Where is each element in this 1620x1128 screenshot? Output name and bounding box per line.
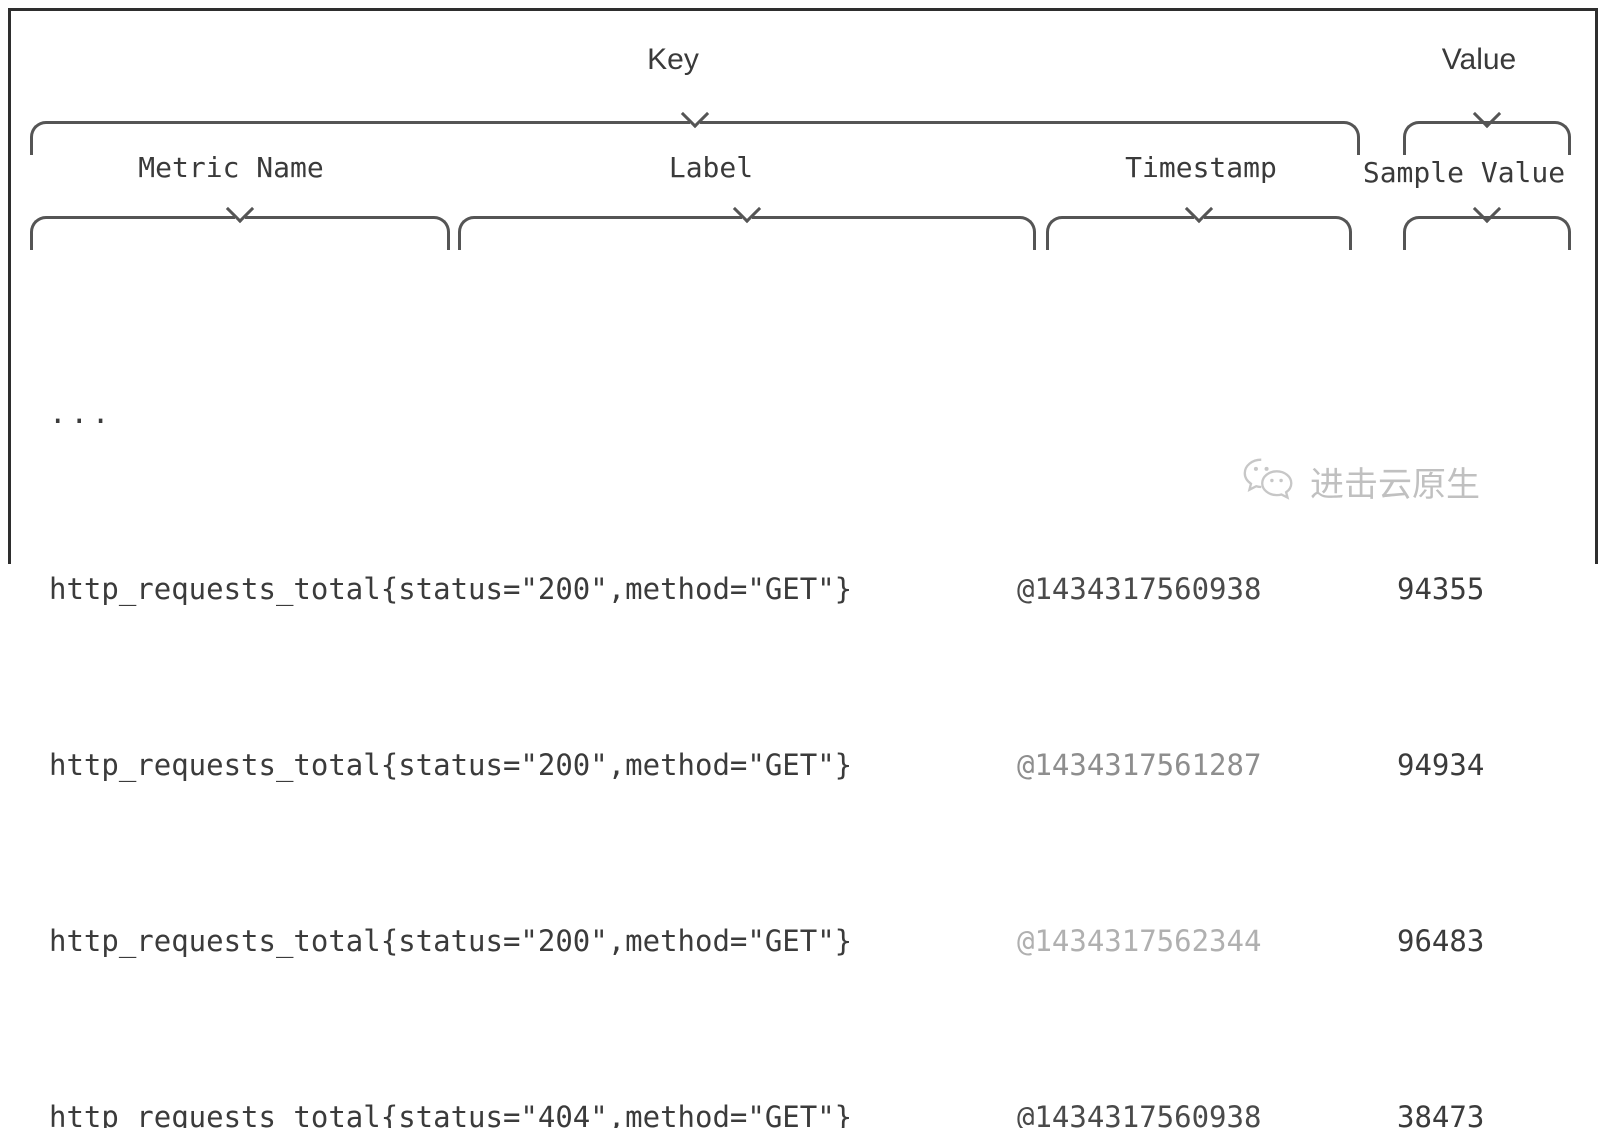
brace-key-right-arm bbox=[700, 121, 1360, 155]
brace-label-left-arm bbox=[458, 216, 742, 250]
row-series: http_requests_total{status="200",method=… bbox=[49, 924, 853, 958]
column-header-sample-value: Sample Value bbox=[1362, 156, 1566, 189]
row-series: http_requests_total{status="200",method=… bbox=[49, 748, 853, 782]
brace-key-left-arm bbox=[30, 121, 690, 155]
row-sample-value: 94355 bbox=[1397, 572, 1485, 606]
row-series: http_requests_total{status="200",method=… bbox=[49, 572, 853, 606]
row-timestamp: @1434317562344 bbox=[1017, 924, 1262, 958]
brace-value-left-arm bbox=[1403, 121, 1488, 155]
brace-sample-value bbox=[1403, 194, 1571, 250]
brace-sample-value-right-arm bbox=[1486, 216, 1571, 250]
table-row: http_requests_total{status="200",method=… bbox=[49, 743, 1484, 787]
sample-listing: ... http_requests_total{status="200",met… bbox=[49, 259, 1484, 1128]
group-label-key: Key bbox=[647, 43, 699, 76]
brace-metric-name bbox=[30, 194, 450, 250]
brace-metric-name-left-arm bbox=[30, 216, 235, 250]
group-label-value: Value bbox=[1441, 43, 1517, 76]
list-item-ellipsis: ... bbox=[49, 391, 154, 435]
brace-timestamp bbox=[1046, 194, 1352, 250]
table-row: http_requests_total{status="200",method=… bbox=[49, 567, 1484, 611]
row-sample-value: 38473 bbox=[1397, 1100, 1485, 1128]
row-timestamp: @1434317560938 bbox=[1017, 1100, 1262, 1128]
brace-value-right-arm bbox=[1486, 121, 1571, 155]
row-sample-value: 94934 bbox=[1397, 748, 1485, 782]
table-row: http_requests_total{status="404",method=… bbox=[49, 1095, 1484, 1128]
row-sample-value: 96483 bbox=[1397, 924, 1485, 958]
column-header-metric-name: Metric Name bbox=[138, 151, 324, 184]
brace-timestamp-left-arm bbox=[1046, 216, 1194, 250]
row-timestamp: @1434317561287 bbox=[1017, 748, 1262, 782]
brace-sample-value-left-arm bbox=[1403, 216, 1488, 250]
column-header-label: Label bbox=[668, 151, 754, 184]
brace-label bbox=[458, 194, 1036, 250]
column-header-timestamp: Timestamp bbox=[1125, 151, 1277, 184]
table-row: http_requests_total{status="200",method=… bbox=[49, 919, 1484, 963]
brace-metric-name-right-arm bbox=[245, 216, 450, 250]
brace-timestamp-right-arm bbox=[1204, 216, 1352, 250]
ellipsis-text: ... bbox=[49, 396, 114, 430]
prometheus-sample-diagram: Key Value Metric Name Label Timestamp Sa… bbox=[8, 8, 1598, 1128]
row-series: http_requests_total{status="404",method=… bbox=[49, 1100, 853, 1128]
row-timestamp: @1434317560938 bbox=[1017, 572, 1262, 606]
brace-value bbox=[1403, 99, 1571, 155]
brace-label-right-arm bbox=[752, 216, 1036, 250]
brace-key bbox=[30, 99, 1360, 155]
